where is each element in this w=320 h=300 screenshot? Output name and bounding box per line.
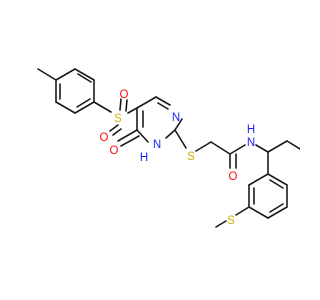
methylthiophenyl-ring (248, 140, 300, 219)
sulfonyl-o2-label: O (100, 132, 109, 144)
pyrimidinone-ring (136, 96, 183, 143)
methylthio-s-label: S (227, 215, 235, 227)
molecule-structure: S O O N N H O S O N H S (37, 68, 300, 228)
carbonyl-to-nh-bond (229, 144, 246, 155)
tolyl-ring (55, 68, 95, 114)
thioether-s-label: S (187, 151, 195, 163)
tolyl-methyl-bond (37, 68, 57, 81)
ring-n1h-label: N (153, 139, 161, 151)
amide-o-label: O (229, 171, 238, 183)
ring-carbonyl-o-label: O (110, 145, 119, 157)
tolyl-to-sulfonyl-bond (93, 101, 112, 113)
ring-n1h-h-label: H (140, 152, 148, 164)
sulfonyl-s-label: S (114, 113, 122, 125)
thioether-to-ch2-bond (195, 141, 212, 152)
methylthio-methyl-bond (215, 220, 227, 228)
amide-n-label: N (247, 137, 255, 149)
ring-to-thioether-bond (174, 129, 187, 149)
amide-h-label: H (247, 124, 255, 136)
sulfonyl-group (109, 98, 138, 136)
ring-carbonyl-bond (117, 129, 138, 142)
ring-n3-label: N (172, 112, 180, 124)
ring-carbonyl-bond-2 (120, 135, 140, 147)
sulfonyl-o1-label: O (120, 89, 129, 101)
aryl-to-methylthio-bond (235, 206, 250, 216)
ch2-to-carbonyl-bond (210, 141, 231, 155)
nh-to-aryl-bond (255, 144, 269, 153)
